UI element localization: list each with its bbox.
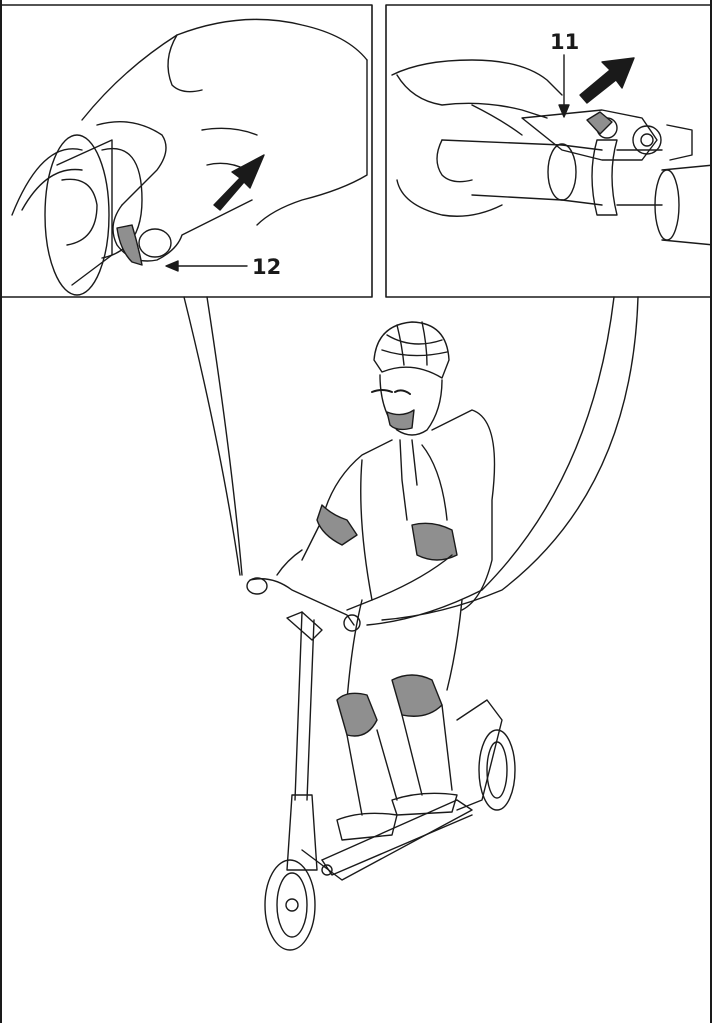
handlebar-tube-icon xyxy=(441,139,712,246)
helmet-icon xyxy=(373,321,450,379)
callout-number-12: 12 xyxy=(252,255,281,279)
zoom-line-right xyxy=(366,296,639,626)
arrow-icon-right xyxy=(579,57,635,104)
arrow-icon xyxy=(213,154,265,211)
handlebar-grip-icon xyxy=(11,134,143,296)
zoom-line-left xyxy=(183,296,243,576)
scooter-icon xyxy=(246,577,516,951)
detail-panel-brake xyxy=(2,4,373,298)
detail-panel-bell xyxy=(385,4,712,298)
brake-lever-icon xyxy=(116,224,143,266)
hand-icon-right xyxy=(391,59,563,217)
bell-icon xyxy=(521,109,693,161)
rider-icon xyxy=(276,321,496,841)
hand-icon xyxy=(81,18,368,262)
callout-number-11: 11 xyxy=(550,30,579,54)
